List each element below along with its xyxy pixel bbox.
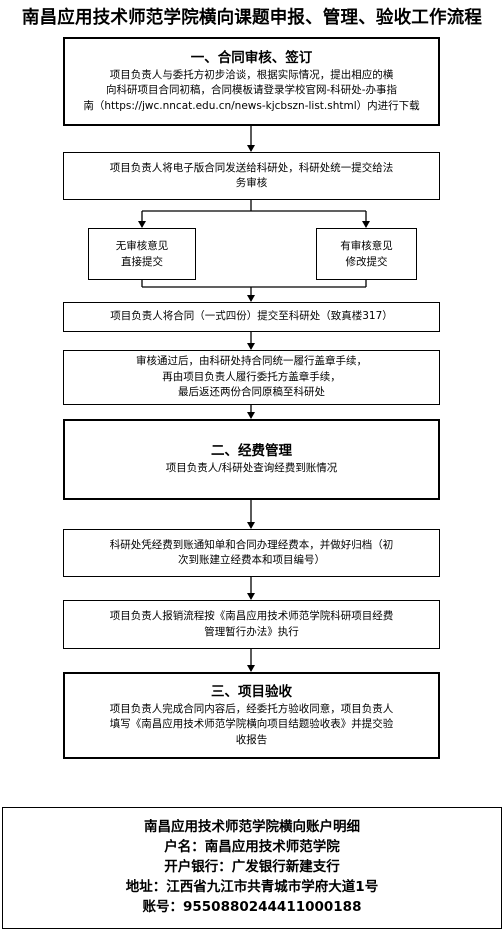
branch-with-comments: 有审核意见 修改提交: [316, 228, 417, 280]
step-legal-review-line2: 务审核: [235, 177, 268, 189]
step-submit-contract-line1: 项目负责人将合同（一式四份）提交至科研处（致真楼317）: [110, 310, 393, 323]
step-acceptance-line1: 项目负责人完成合同内容后，经委托方验收同意，项目负责人: [109, 702, 394, 715]
step-contract-review-line3: 南（https://jwc.nncat.edu.cn/news-kjcbszn-…: [83, 99, 420, 112]
step-legal-review-line1: 项目负责人将电子版合同发送给科研处，科研处统一提交给法: [109, 161, 394, 174]
account-name: 户名：南昌应用技术师范学院: [164, 839, 340, 855]
step-acceptance-line2: 填写《南昌应用技术师范学院横向项目结题验收表》并提交验: [109, 718, 394, 731]
step-stamping: 审核通过后，由科研处持合同统一履行盖章手续， 再由项目负责人履行委托方盖章手续，…: [63, 350, 440, 405]
step-stamping-line2: 再由项目负责人履行委托方盖章手续，: [162, 370, 341, 383]
account-address: 地址：江西省九江市共青城市学府大道1号: [125, 879, 379, 895]
account-heading: 南昌应用技术师范学院横向账户明细: [144, 819, 360, 835]
step-reimbursement: 项目负责人报销流程按《南昌应用技术师范学院科研项目经费 管理暂行办法》执行: [63, 600, 440, 649]
account-details: 南昌应用技术师范学院横向账户明细 户名：南昌应用技术师范学院 开户银行：广发银行…: [2, 807, 502, 929]
step-contract-review-line1: 项目负责人与委托方初步洽谈，根据实际情况，提出相应的横: [109, 68, 394, 81]
step-stamping-line3: 最后返还两份合同原稿至科研处: [178, 386, 325, 399]
step-contract-review-heading: 一、合同审核、签订: [190, 49, 313, 66]
step-reimbursement-line1: 项目负责人报销流程按《南昌应用技术师范学院科研项目经费: [109, 610, 394, 622]
step-contract-review-line2: 向科研项目合同初稿，合同模板请登录学校官网-科研处-办事指: [105, 84, 398, 97]
step-contract-review: 一、合同审核、签订 项目负责人与委托方初步洽谈，根据实际情况，提出相应的横 向科…: [63, 37, 440, 126]
page-title: 南昌应用技术师范学院横向课题申报、管理、验收工作流程: [21, 8, 483, 28]
step-funding-management: 二、经费管理 项目负责人/科研处查询经费到账情况: [63, 419, 440, 500]
step-legal-review: 项目负责人将电子版合同发送给科研处，科研处统一提交给法 务审核: [63, 152, 440, 200]
branch-no-comments-line2: 直接提交: [121, 256, 163, 268]
step-reimbursement-line2: 管理暂行办法》执行: [204, 625, 299, 638]
step-funding-book: 科研处凭经费到账通知单和合同办理经费本，并做好归档（初 次到账建立经费本和项目编…: [63, 529, 440, 577]
step-acceptance-heading: 三、项目验收: [211, 683, 292, 700]
step-stamping-line1: 审核通过后，由科研处持合同统一履行盖章手续，: [136, 355, 367, 368]
branch-with-comments-line2: 修改提交: [345, 256, 388, 268]
step-acceptance-line3: 收报告: [235, 733, 268, 746]
step-funding-heading: 二、经费管理: [211, 443, 292, 460]
account-number: 账号：9550880244411000188: [142, 899, 362, 915]
step-project-acceptance: 三、项目验收 项目负责人完成合同内容后，经委托方验收同意，项目负责人 填写《南昌…: [63, 672, 440, 759]
step-submit-contract: 项目负责人将合同（一式四份）提交至科研处（致真楼317）: [63, 302, 440, 332]
step-funding-book-line1: 科研处凭经费到账通知单和合同办理经费本，并做好归档（初: [109, 538, 394, 551]
step-funding-line1: 项目负责人/科研处查询经费到账情况: [165, 462, 338, 475]
branch-no-comments-line1: 无审核意见: [115, 240, 169, 252]
branch-with-comments-line1: 有审核意见: [340, 240, 393, 252]
account-bank: 开户银行：广发银行新建支行: [164, 859, 340, 875]
step-funding-book-line2: 次到账建立经费本和项目编号）: [178, 554, 325, 566]
branch-no-comments: 无审核意见 直接提交: [88, 228, 196, 280]
